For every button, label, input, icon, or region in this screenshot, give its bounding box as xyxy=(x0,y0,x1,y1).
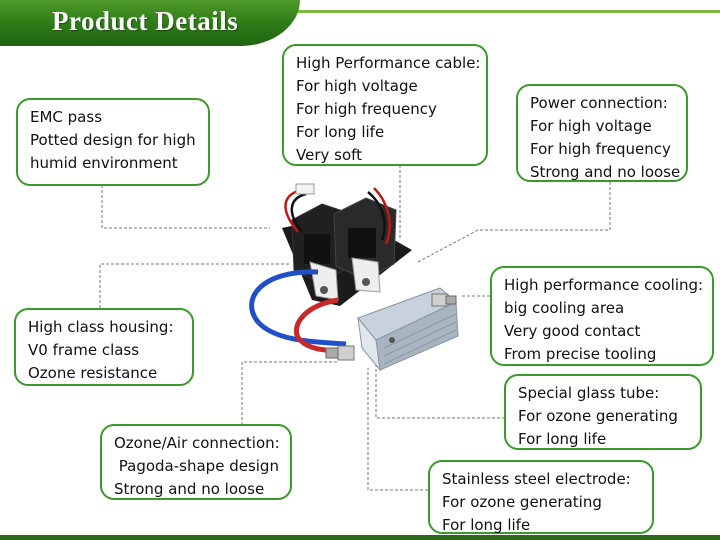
callout-housing-line-3: Ozone resistance xyxy=(28,364,158,382)
callout-power-line-1: Power connection: xyxy=(530,94,668,112)
callout-glass-line-1: Special glass tube: xyxy=(518,384,660,402)
page-title: Product Details xyxy=(52,6,239,36)
power-wires xyxy=(284,187,391,245)
cooling-block xyxy=(357,287,459,372)
callout-electrode-line-3: For long life xyxy=(442,516,531,534)
wire-connector xyxy=(295,183,315,195)
callout-emc-line-3: humid environment xyxy=(30,154,178,172)
callout-housing: High class housing: V0 frame class Ozone… xyxy=(14,308,194,386)
callout-glass-line-2: For ozone generating xyxy=(518,407,678,425)
title-banner: Product Details xyxy=(0,0,300,46)
callout-glass: Special glass tube: For ozone generating… xyxy=(504,374,702,450)
footer-rule xyxy=(0,535,720,540)
callout-electrode-line-2: For ozone generating xyxy=(442,493,602,511)
callout-cable-line-3: For high frequency xyxy=(296,100,437,118)
callout-cooling-line-3: Very good contact xyxy=(504,322,641,340)
callout-electrode: Stainless steel electrode: For ozone gen… xyxy=(428,460,654,534)
callout-cooling-line-4: From precise tooling xyxy=(504,345,657,363)
callout-cable-line-2: For high voltage xyxy=(296,77,418,95)
callout-power-line-3: For high frequency xyxy=(530,140,671,158)
callout-cable-line-5: Very soft xyxy=(296,146,363,164)
callout-housing-line-1: High class housing: xyxy=(28,318,174,336)
callout-cooling-line-1: High performance cooling: xyxy=(504,276,704,294)
callout-emc-line-1: EMC pass xyxy=(30,108,103,126)
callout-ozone-air-line-2: Pagoda-shape design xyxy=(114,457,279,475)
callout-emc-line-2: Potted design for high xyxy=(30,131,196,149)
callout-ozone-air: Ozone/Air connection: Pagoda-shape desig… xyxy=(100,424,292,500)
callout-cable-line-4: For long life xyxy=(296,123,385,141)
callout-cable-line-1: High Performance cable: xyxy=(296,54,481,72)
header-rule xyxy=(0,10,720,13)
callout-glass-line-3: For long life xyxy=(518,430,607,448)
callout-emc: EMC pass Potted design for high humid en… xyxy=(16,98,210,186)
callout-ozone-air-line-3: Strong and no loose xyxy=(114,480,265,498)
blue-cable xyxy=(249,269,347,347)
connector-lines xyxy=(99,165,611,491)
callout-power: Power connection: For high voltage For h… xyxy=(516,84,688,182)
callout-housing-line-2: V0 frame class xyxy=(28,341,140,359)
callout-ozone-air-line-1: Ozone/Air connection: xyxy=(114,434,280,452)
electrode-terminal xyxy=(325,293,457,361)
callout-power-line-2: For high voltage xyxy=(530,117,652,135)
callout-electrode-line-1: Stainless steel electrode: xyxy=(442,470,631,488)
callout-cable: High Performance cable: For high voltage… xyxy=(282,44,488,166)
callout-power-line-4: Strong and no loose xyxy=(530,163,681,181)
transformer-housing xyxy=(291,197,397,301)
callout-cooling-line-2: big cooling area xyxy=(504,299,625,317)
callout-cooling: High performance cooling: big cooling ar… xyxy=(490,266,714,366)
